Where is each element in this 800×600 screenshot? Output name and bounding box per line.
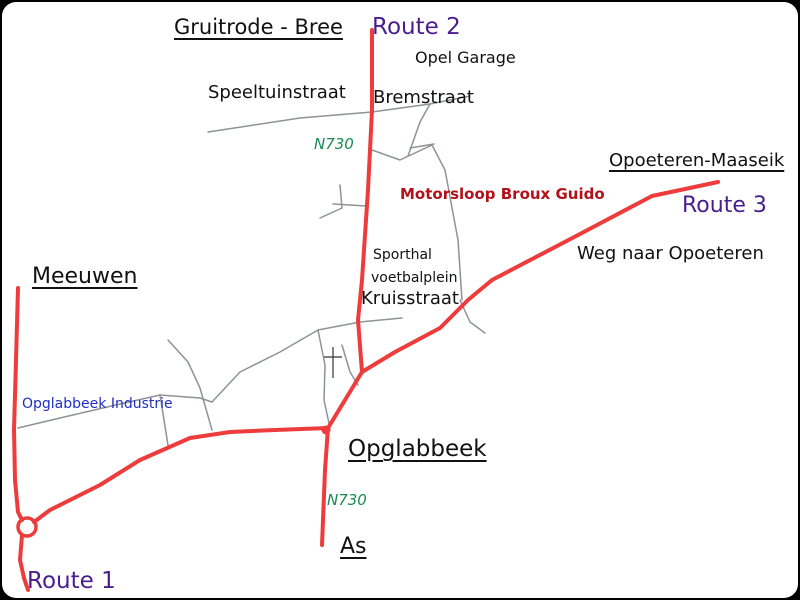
label-bremstraat: Bremstraat xyxy=(373,87,474,108)
route-1-road xyxy=(18,533,30,592)
cross-icon xyxy=(324,347,342,378)
label-route-2: Route 2 xyxy=(372,14,461,40)
label-n730-bottom: N730 xyxy=(327,491,367,509)
street-north-small xyxy=(409,143,435,149)
label-opglabbeek: Opglabbeek xyxy=(348,436,487,462)
label-meeuwen: Meeuwen xyxy=(32,264,138,289)
street-side-west xyxy=(319,184,343,219)
label-n730-top: N730 xyxy=(314,135,354,153)
street-side-mid xyxy=(332,203,367,207)
street-industrie xyxy=(17,394,169,446)
street-sporthal-loop xyxy=(371,144,463,301)
route-n730-north xyxy=(356,28,374,374)
street-mid-curve xyxy=(211,329,319,403)
street-west-curve xyxy=(167,339,213,431)
label-route-3: Route 3 xyxy=(682,193,767,218)
label-weg-naar-opoeteren: Weg naar Opoeteren xyxy=(577,243,764,264)
label-kruisstraat: Kruisstraat xyxy=(361,288,459,309)
street-industrie-link xyxy=(159,394,213,403)
label-speeltuinstraat: Speeltuinstraat xyxy=(208,82,346,103)
route-meeuwen xyxy=(12,286,24,522)
route-3-road xyxy=(360,180,720,374)
route-opglabbeek-west xyxy=(32,426,330,524)
label-voetbalplein: voetbalplein xyxy=(371,270,458,286)
label-sporthal: Sporthal xyxy=(373,247,432,263)
label-as: As xyxy=(340,534,367,559)
street-cross-area-loop xyxy=(317,329,331,429)
label-opel-garage: Opel Garage xyxy=(415,48,516,67)
label-motorsloop-broux-guido: Motorsloop Broux Guido xyxy=(400,185,605,203)
label-route-1: Route 1 xyxy=(27,568,116,594)
street-bremstraat-branch xyxy=(407,103,431,157)
label-opoeteren-maaseik: Opoeteren-Maaseik xyxy=(609,150,785,171)
roundabout-icon xyxy=(16,516,38,538)
label-gruitrode-bree: Gruitrode - Bree xyxy=(174,15,343,39)
label-opglabbeek-industrie: Opglabbeek Industrie xyxy=(22,396,173,412)
junction-dot xyxy=(321,425,331,435)
